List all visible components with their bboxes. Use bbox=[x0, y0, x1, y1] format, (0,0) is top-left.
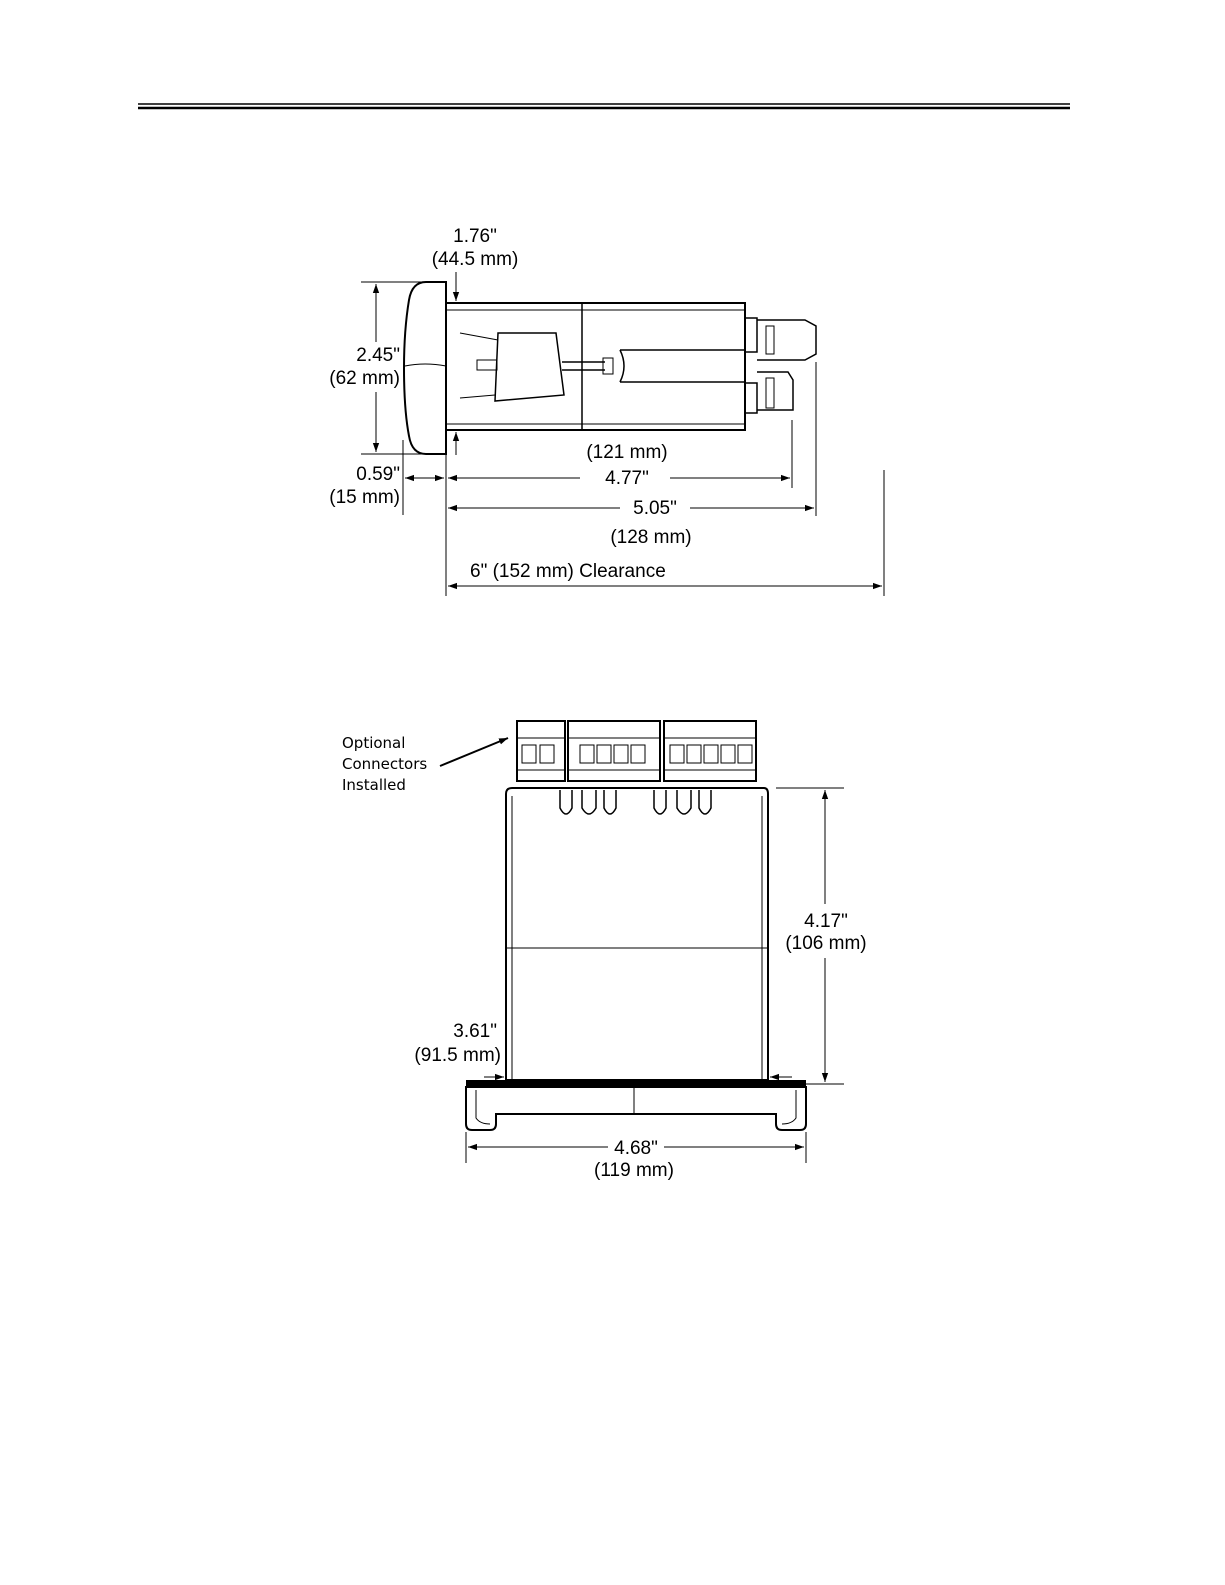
width-inch-label: 4.68" bbox=[614, 1138, 658, 1159]
top-housing-shape bbox=[506, 788, 768, 1080]
optional-note-line3: Installed bbox=[342, 776, 406, 794]
bezel-shape bbox=[404, 282, 446, 454]
clearance-label: 6" (152 mm) Clearance bbox=[470, 561, 666, 582]
optional-note-line2: Connectors bbox=[342, 755, 427, 773]
rear-connectors bbox=[745, 318, 816, 413]
top-depth-mm-label: (44.5 mm) bbox=[432, 249, 519, 270]
cutout-mm-label: (91.5 mm) bbox=[414, 1045, 501, 1066]
optional-connector-blocks bbox=[517, 721, 756, 781]
bezel-mm-label: (15 mm) bbox=[329, 487, 400, 508]
housing-shape bbox=[446, 303, 745, 430]
side-view-drawing: 1.76" (44.5 mm) 2.45" (62 mm) 0.59" (15 … bbox=[329, 226, 884, 596]
top-depth-inch-label: 1.76" bbox=[453, 226, 497, 247]
width-mm-label: (119 mm) bbox=[594, 1160, 674, 1181]
top-view-drawing: Optional Connectors Installed 4.17" (106… bbox=[342, 721, 867, 1181]
overall-mm-label: (128 mm) bbox=[610, 527, 691, 548]
body-inch-label: 4.77" bbox=[605, 468, 649, 489]
cutout-inch-label: 3.61" bbox=[453, 1021, 497, 1042]
height-mm-label: (62 mm) bbox=[329, 368, 400, 389]
top-bezel-shape bbox=[466, 1087, 806, 1130]
height-inch-label: 2.45" bbox=[356, 345, 400, 366]
body-mm-label: (121 mm) bbox=[586, 442, 667, 463]
bezel-inch-label: 0.59" bbox=[356, 464, 400, 485]
depth-inch-label: 4.17" bbox=[804, 911, 848, 932]
overall-inch-label: 5.05" bbox=[633, 498, 677, 519]
optional-note-line1: Optional bbox=[342, 734, 405, 752]
header-rule bbox=[138, 104, 1070, 108]
depth-mm-label: (106 mm) bbox=[785, 933, 866, 954]
